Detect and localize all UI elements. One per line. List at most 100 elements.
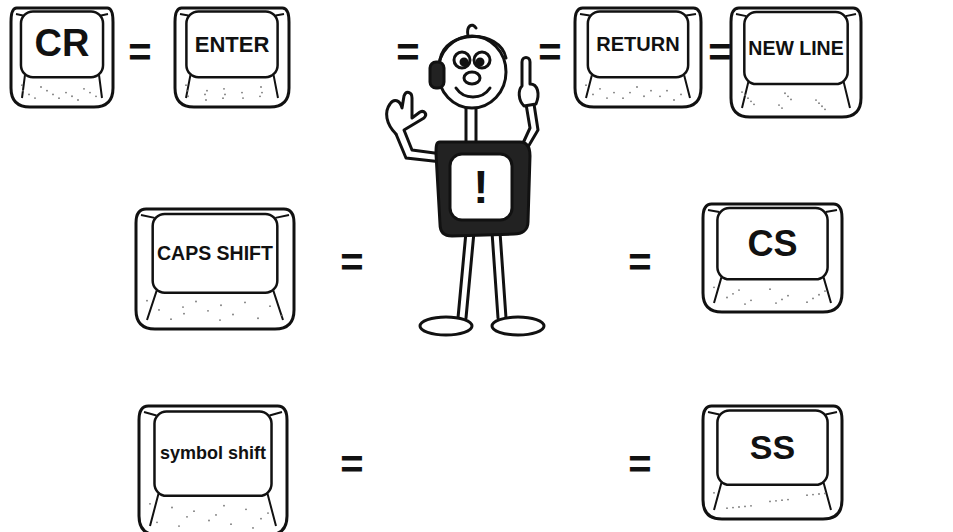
key-speckle bbox=[146, 300, 148, 302]
key-legend: SS bbox=[750, 430, 795, 466]
key-face: NEW LINE bbox=[744, 12, 847, 84]
key-speckle bbox=[183, 313, 185, 315]
key-speckle bbox=[787, 295, 789, 297]
key-top bbox=[717, 410, 827, 484]
equals-sign: = bbox=[340, 242, 363, 282]
key-speckle bbox=[215, 514, 217, 516]
key-outline bbox=[139, 406, 287, 532]
key-speckle bbox=[812, 298, 814, 300]
key-face: CS bbox=[717, 208, 827, 279]
key-speckle bbox=[741, 91, 743, 93]
keycap: CR bbox=[8, 4, 116, 110]
key-speckle bbox=[821, 105, 823, 107]
key-speckle bbox=[790, 99, 792, 101]
key-speckle bbox=[170, 318, 172, 320]
key-speckle bbox=[613, 92, 615, 94]
key-speckle bbox=[769, 501, 771, 503]
key-speckle bbox=[257, 317, 259, 319]
key-speckle bbox=[34, 97, 36, 99]
key-speckle bbox=[40, 86, 42, 88]
key-speckle bbox=[269, 305, 271, 307]
key-speckle bbox=[818, 493, 820, 495]
key-speckle bbox=[784, 92, 786, 94]
key-speckle bbox=[744, 303, 746, 305]
keycap: NEW LINE bbox=[728, 4, 864, 120]
key-top bbox=[154, 412, 271, 496]
key-speckle bbox=[744, 506, 746, 508]
equals-text: = bbox=[340, 240, 363, 284]
key-speckle bbox=[629, 92, 631, 94]
key-speckle bbox=[208, 520, 210, 522]
keycap: CAPS SHIFT bbox=[133, 205, 297, 332]
key-speckle bbox=[744, 94, 746, 96]
key-legend: RETURN bbox=[596, 34, 679, 55]
key-speckle bbox=[52, 94, 54, 96]
key-speckle bbox=[267, 512, 269, 514]
key-speckle bbox=[241, 92, 243, 94]
key-speckle bbox=[824, 108, 826, 110]
keycap: symbol shift bbox=[136, 402, 290, 532]
key-speckle bbox=[781, 107, 783, 109]
screen-mark-text: ! bbox=[473, 161, 488, 213]
key-speckle bbox=[713, 492, 715, 494]
key-speckle bbox=[592, 94, 594, 96]
key-speckle bbox=[205, 99, 207, 101]
key-legend: CS bbox=[747, 225, 797, 263]
keycap: ENTER bbox=[172, 4, 292, 110]
keycap-shape bbox=[172, 4, 292, 110]
key-speckle bbox=[182, 306, 184, 308]
key-speckle bbox=[89, 92, 91, 94]
key-speckle bbox=[781, 499, 783, 501]
key-speckle bbox=[747, 97, 749, 99]
keycap-shape bbox=[728, 4, 864, 120]
key-speckle bbox=[738, 289, 740, 291]
key-speckle bbox=[83, 88, 85, 90]
key-speckle bbox=[206, 90, 208, 92]
equals-text: = bbox=[628, 442, 651, 486]
key-speckle bbox=[244, 302, 246, 304]
key-speckle bbox=[223, 88, 225, 90]
equals-sign: = bbox=[128, 32, 151, 72]
key-speckle bbox=[769, 288, 771, 290]
key-speckle bbox=[193, 510, 195, 512]
key-speckle bbox=[713, 286, 715, 288]
key-speckle bbox=[673, 99, 675, 101]
key-speckle bbox=[818, 102, 820, 104]
key-speckle bbox=[636, 86, 638, 88]
key-speckle bbox=[260, 86, 262, 88]
equals-sign: = bbox=[628, 444, 651, 484]
equals-sign: = bbox=[708, 32, 731, 72]
key-speckle bbox=[260, 518, 262, 520]
key-speckle bbox=[22, 90, 24, 92]
key-speckle bbox=[738, 506, 740, 508]
key-speckle bbox=[824, 493, 826, 495]
equals-sign: = bbox=[396, 32, 419, 72]
key-speckle bbox=[775, 500, 777, 502]
key-face: RETURN bbox=[588, 11, 688, 77]
key-face: CR bbox=[21, 11, 103, 77]
key-legend: NEW LINE bbox=[748, 38, 843, 58]
key-speckle bbox=[787, 95, 789, 97]
key-speckle bbox=[726, 297, 728, 299]
key-speckle bbox=[650, 90, 652, 92]
equals-sign: = bbox=[538, 32, 561, 72]
equals-text: = bbox=[708, 30, 731, 74]
key-outline bbox=[703, 406, 842, 519]
key-speckle bbox=[171, 507, 173, 509]
key-face: CAPS SHIFT bbox=[153, 214, 278, 293]
key-outline bbox=[136, 209, 294, 329]
equals-text: = bbox=[128, 30, 151, 74]
equals-text: = bbox=[628, 240, 651, 284]
key-legend: CR bbox=[35, 24, 90, 64]
key-speckle bbox=[812, 494, 814, 496]
key-outline bbox=[575, 8, 701, 107]
key-speckle bbox=[185, 84, 187, 86]
key-speckle bbox=[806, 494, 808, 496]
key-top bbox=[588, 11, 688, 77]
keycap: SS bbox=[700, 402, 845, 522]
key-speckle bbox=[186, 90, 188, 92]
key-top bbox=[21, 11, 103, 77]
keycap: RETURN bbox=[572, 4, 704, 110]
key-speckle bbox=[775, 302, 777, 304]
